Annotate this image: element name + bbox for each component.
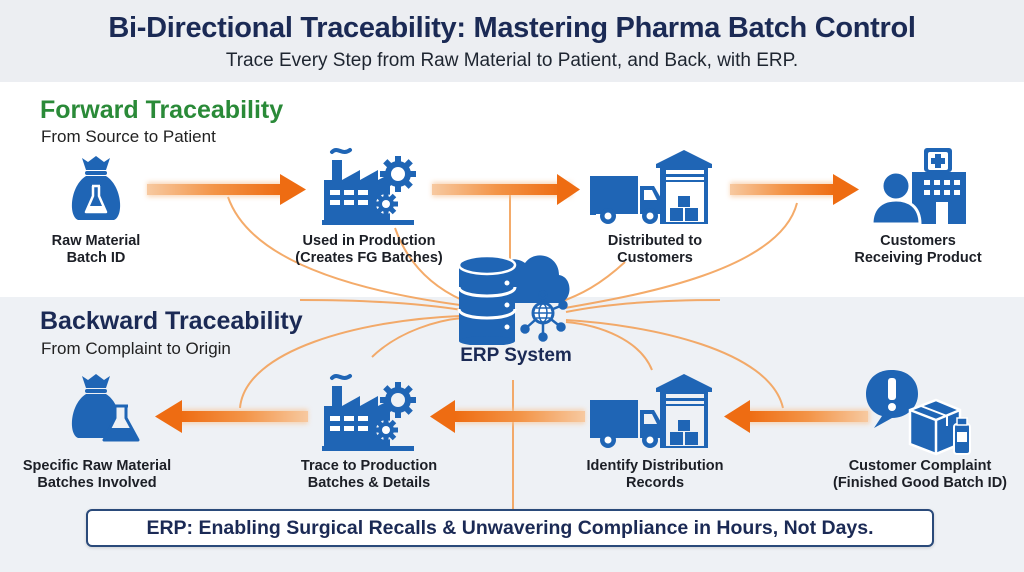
page-title: Bi-Directional Traceability: Mastering P…: [108, 12, 916, 44]
truck-warehouse-icon: [590, 150, 712, 224]
backward-step-label: Customer Complaint(Finished Good Batch I…: [833, 458, 1007, 491]
patient-hospital-icon: [870, 148, 966, 226]
raw-material-bag-icon: [71, 156, 121, 220]
forward-step-label: Used in Production(Creates FG Batches): [295, 233, 443, 266]
forward-arrows: [147, 174, 859, 205]
backward-section-subtitle: From Complaint to Origin: [41, 339, 231, 358]
erp-wire-lines: [227, 190, 798, 510]
header-band: [0, 0, 1024, 82]
backward-section-title: Backward Traceability: [40, 307, 303, 335]
database-cloud-network-icon: [457, 254, 570, 345]
truck-warehouse-icon: [590, 374, 712, 448]
factory-gear-icon: [322, 374, 416, 451]
erp-system-label: ERP System: [460, 345, 572, 366]
complaint-box-icon: [866, 370, 971, 456]
erp-benefit-banner: ERP: Enabling Surgical Recalls & Unwaver…: [86, 509, 934, 547]
raw-material-bag-flask-icon: [71, 374, 140, 442]
factory-gear-icon: [322, 148, 416, 225]
backward-arrows: [155, 400, 870, 433]
forward-section-title: Forward Traceability: [40, 96, 284, 124]
forward-section-subtitle: From Source to Patient: [41, 127, 216, 146]
page-subtitle: Trace Every Step from Raw Material to Pa…: [225, 50, 799, 71]
